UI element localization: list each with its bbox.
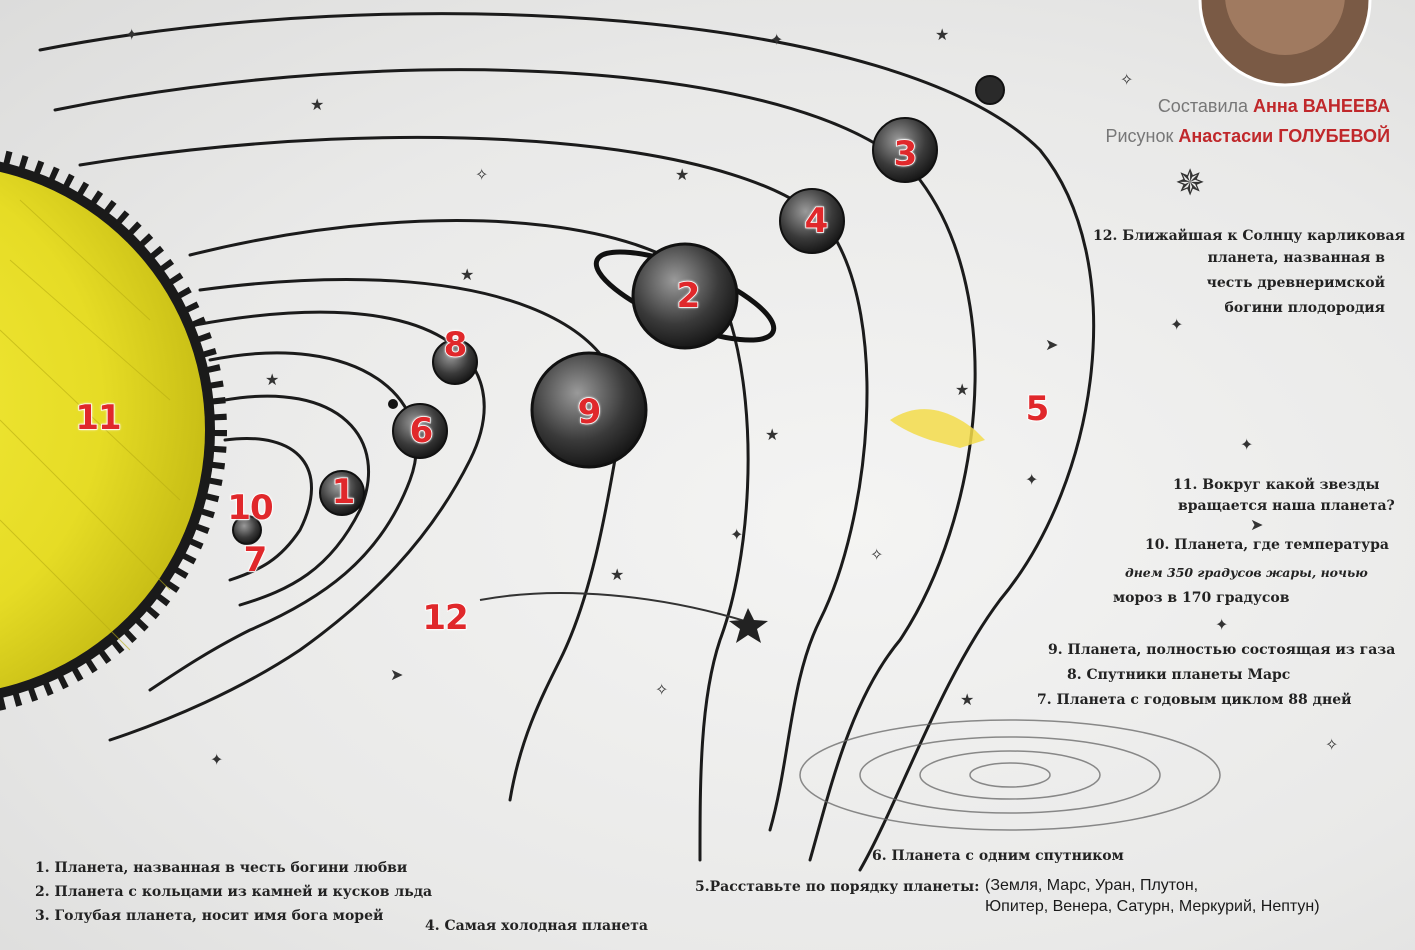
orbits: [38, 12, 1096, 872]
question-12-line4: богини плодородия: [1224, 300, 1385, 316]
planet-1: [319, 470, 365, 516]
credit-artist: Рисунок Анастасии ГОЛУБЕВОЙ: [1105, 126, 1390, 147]
question-11-line2: вращается наша планета?: [1178, 498, 1395, 514]
svg-text:➤: ➤: [1250, 515, 1263, 534]
svg-text:★: ★: [675, 165, 689, 184]
question-7: 7. Планета с годовым циклом 88 дней: [1037, 692, 1352, 708]
number-5: 5: [1025, 388, 1050, 430]
svg-text:✦: ✦: [730, 525, 743, 544]
small-moon: [975, 75, 1005, 105]
number-6: 6: [409, 410, 434, 452]
number-7: 7: [243, 539, 268, 581]
question-10-line1: 10. Планета, где температура: [1145, 537, 1389, 553]
svg-text:✧: ✧: [870, 545, 883, 564]
svg-text:✧: ✧: [1120, 70, 1133, 89]
number-10: 10: [227, 487, 275, 529]
planet-4: [779, 188, 845, 254]
svg-text:★: ★: [265, 370, 279, 389]
credit-artist-prefix: Рисунок: [1105, 126, 1174, 146]
svg-text:✧: ✧: [1325, 735, 1338, 754]
svg-text:★: ★: [955, 380, 969, 399]
question-5: 5.Расставьте по порядку планеты:: [695, 879, 980, 895]
question-9: 9. Планета, полностью состоящая из газа: [1048, 642, 1396, 658]
comet-12: [479, 592, 768, 643]
svg-text:★: ★: [460, 265, 474, 284]
number-4: 4: [804, 200, 829, 242]
number-8: 8: [443, 324, 468, 366]
number-1: 1: [331, 471, 356, 513]
question-10-line2: днем 350 градусов жары, ночью: [1125, 565, 1368, 580]
question-2: 2. Планета с кольцами из камней и кусков…: [35, 884, 433, 900]
svg-text:✦: ✦: [1025, 470, 1038, 489]
svg-text:✵: ✵: [1175, 163, 1205, 204]
svg-text:➤: ➤: [390, 665, 403, 684]
question-11-line1: 11. Вокруг какой звезды: [1173, 477, 1380, 493]
question-12-line1: 12. Ближайшая к Солнцу карликовая: [1093, 228, 1405, 244]
planet-3: [872, 117, 938, 183]
question-12-line2: планета, названная в: [1207, 250, 1385, 266]
number-12: 12: [422, 597, 470, 639]
question-3: 3. Голубая планета, носит имя бога морей: [35, 908, 384, 924]
credit-compiler-prefix: Составила: [1157, 96, 1249, 116]
planet-10: [232, 515, 262, 545]
planet-2: [593, 242, 777, 350]
answer-list: (Земля, Марс, Уран, Плутон, Юпитер, Вене…: [985, 876, 1320, 918]
svg-text:★: ★: [765, 425, 779, 444]
planet-9: [530, 351, 648, 469]
question-6: 6. Планета с одним спутником: [872, 848, 1124, 864]
question-4: 4. Самая холодная планета: [425, 918, 649, 934]
credit-compiler: Составила Анна ВАНЕЕВА: [1158, 96, 1390, 117]
svg-text:★: ★: [310, 95, 324, 114]
svg-text:★: ★: [960, 690, 974, 709]
planet-8: [432, 339, 478, 385]
question-10-line3: мороз в 170 градусов: [1113, 590, 1290, 606]
sun: [0, 149, 227, 711]
svg-text:✦: ✦: [125, 25, 138, 44]
number-9: 9: [577, 391, 602, 433]
svg-text:✦: ✦: [1240, 435, 1253, 454]
question-8: 8. Спутники планеты Марс: [1067, 667, 1291, 683]
comet-5: [890, 409, 985, 448]
number-3: 3: [893, 133, 918, 175]
planet-6: [388, 399, 448, 459]
galaxy: [799, 719, 1221, 831]
number-11: 11: [75, 397, 123, 439]
svg-text:✦: ✦: [210, 750, 223, 769]
author-photo: [1198, 0, 1372, 87]
svg-text:✦: ✦: [770, 30, 783, 49]
question-1: 1. Планета, названная в честь богини люб…: [35, 860, 408, 876]
question-12-line3: честь древнеримской: [1206, 275, 1385, 291]
svg-text:✧: ✧: [655, 680, 668, 699]
svg-text:✧: ✧: [475, 165, 488, 184]
answer-line-2: Юпитер, Венера, Сатурн, Меркурий, Нептун…: [985, 897, 1320, 915]
svg-text:✦: ✦: [1215, 615, 1228, 634]
svg-text:➤: ➤: [1045, 335, 1058, 354]
svg-text:★: ★: [610, 565, 624, 584]
svg-text:✦: ✦: [1170, 315, 1183, 334]
credit-artist-name: Анастасии ГОЛУБЕВОЙ: [1178, 126, 1390, 146]
svg-text:★: ★: [935, 25, 949, 44]
credit-compiler-name: Анна ВАНЕЕВА: [1253, 96, 1390, 116]
number-2: 2: [676, 275, 701, 317]
answer-line-1: (Земля, Марс, Уран, Плутон,: [985, 877, 1199, 894]
stars: ✦ ★ ✧ ★ ✦ ★ ✧ ➤ ✦ ★ ✦ ✧ ✦ ★ ➤ ✦ ✧ ★ ✦ ✦ ✧ ➤ ★ ★ ★ ✵: [125, 25, 1338, 769]
